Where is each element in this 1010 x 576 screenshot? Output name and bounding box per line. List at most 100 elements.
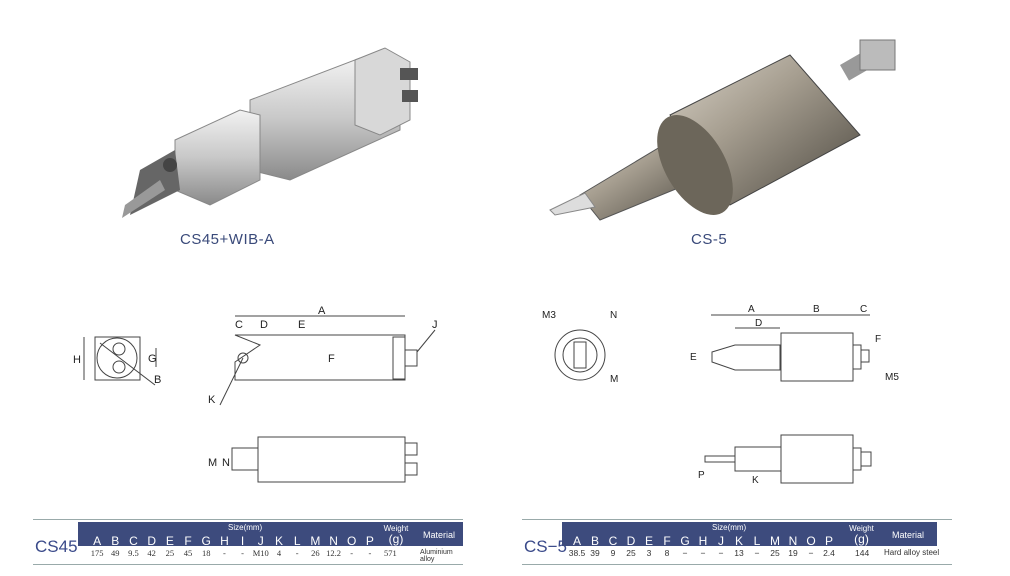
column-header-m: M	[310, 534, 321, 548]
column-header-c: C	[608, 534, 618, 548]
column-header-j: J	[257, 534, 264, 548]
column-header-c: C	[129, 534, 138, 548]
column-header-h: H	[220, 534, 229, 548]
cs5-technical-drawing: M3 N M A B C D E F M5 P K	[542, 304, 899, 486]
model-name: CS−5	[524, 537, 567, 556]
dim-label-e: E	[298, 319, 305, 331]
dim-label-c: C	[235, 319, 243, 331]
cell-n: 12.2	[326, 548, 341, 558]
material-header: Material	[423, 530, 456, 540]
cell-a: 38.5	[568, 548, 586, 558]
column-header-k: K	[274, 534, 283, 548]
dim-label-f: F	[875, 334, 881, 345]
cell-f: 8	[664, 548, 670, 558]
dim-label-e: E	[690, 352, 697, 363]
material-header: Material	[892, 530, 925, 540]
cell-i: -	[241, 548, 245, 558]
dim-label-h: H	[73, 354, 81, 366]
cell-g: −	[682, 548, 688, 558]
column-header-g: G	[201, 534, 211, 548]
column-header-a: A	[572, 534, 581, 548]
cell-j: −	[718, 548, 724, 558]
cell-k: 4	[276, 548, 282, 558]
cell-h: -	[222, 548, 226, 558]
cell-d: 42	[147, 548, 156, 558]
cs5-caption: CS-5	[691, 231, 728, 248]
cell-l: −	[754, 548, 760, 558]
column-header-n: N	[329, 534, 338, 548]
column-header-i: I	[240, 534, 245, 548]
cell-h: −	[700, 548, 706, 558]
dim-label-b: B	[154, 374, 161, 386]
column-header-o: O	[347, 534, 357, 548]
dim-label-g: G	[148, 353, 157, 365]
cs45-caption: CS45+WIB-A	[180, 231, 275, 248]
column-header-h: H	[698, 534, 708, 548]
cell-m: 25	[770, 548, 780, 558]
cell-l: -	[295, 548, 299, 558]
cell-n: 19	[788, 548, 798, 558]
cell-j: M10	[252, 548, 269, 558]
column-header-l: L	[293, 534, 301, 548]
dim-label-m: M	[610, 374, 618, 385]
model-name: CS45	[35, 537, 78, 556]
dim-label-j: J	[432, 319, 438, 331]
dim-label-m: M	[208, 457, 217, 469]
column-header-b: B	[590, 534, 599, 548]
size-header: Size(mm)	[712, 523, 747, 532]
dim-label-c: C	[860, 304, 867, 315]
size-header: Size(mm)	[228, 523, 263, 532]
weight-header: Weight(g)	[383, 524, 409, 546]
weight-value: 571	[384, 548, 397, 558]
material-value: Hard alloy steel	[884, 548, 940, 557]
column-header-j: J	[718, 534, 724, 548]
column-header-e: E	[165, 534, 174, 548]
cell-g: 18	[201, 548, 211, 558]
cell-p: 2.4	[823, 548, 835, 558]
column-header-f: F	[663, 534, 671, 548]
column-header-b: B	[111, 534, 120, 548]
dim-label-p: P	[698, 470, 705, 481]
dim-label-a: A	[748, 304, 755, 315]
dim-label-m5: M5	[885, 372, 899, 383]
cs5-product-photo	[549, 39, 896, 221]
column-header-f: F	[184, 534, 192, 548]
weight-header: Weight(g)	[849, 524, 874, 546]
weight-value: 144	[855, 548, 870, 558]
material-value: Aluminium alloy	[420, 549, 453, 563]
column-header-o: O	[806, 534, 816, 548]
column-header-p: P	[365, 534, 374, 548]
cell-a: 175	[90, 548, 104, 558]
column-header-m: M	[770, 534, 780, 548]
dim-label-d: D	[755, 318, 762, 329]
column-header-p: P	[824, 534, 833, 548]
column-header-d: D	[147, 534, 156, 548]
cell-e: 3	[646, 548, 652, 558]
dim-label-k: K	[752, 475, 759, 486]
dim-label-k: K	[208, 394, 216, 406]
column-header-l: L	[753, 534, 761, 548]
column-header-a: A	[93, 534, 102, 548]
dim-label-b: B	[813, 304, 820, 315]
cell-b: 49	[111, 548, 120, 558]
column-header-d: D	[626, 534, 636, 548]
cell-b: 39	[590, 548, 600, 558]
column-header-g: G	[680, 534, 690, 548]
dim-label-d: D	[260, 319, 268, 331]
dim-label-n: N	[222, 457, 230, 469]
column-header-n: N	[788, 534, 798, 548]
cell-c: 9.5	[128, 548, 139, 558]
column-header-e: E	[644, 534, 653, 548]
cs45-technical-drawing: H G B A C D E F J K M N	[73, 305, 438, 483]
cell-o: −	[808, 548, 814, 558]
dim-label-a: A	[318, 305, 326, 317]
cell-e: 25	[165, 548, 175, 558]
cell-k: 13	[734, 548, 744, 558]
cs45-product-photo	[122, 47, 418, 218]
cell-f: 45	[183, 548, 193, 558]
dim-label-n: N	[610, 310, 617, 321]
column-header-k: K	[734, 534, 743, 548]
